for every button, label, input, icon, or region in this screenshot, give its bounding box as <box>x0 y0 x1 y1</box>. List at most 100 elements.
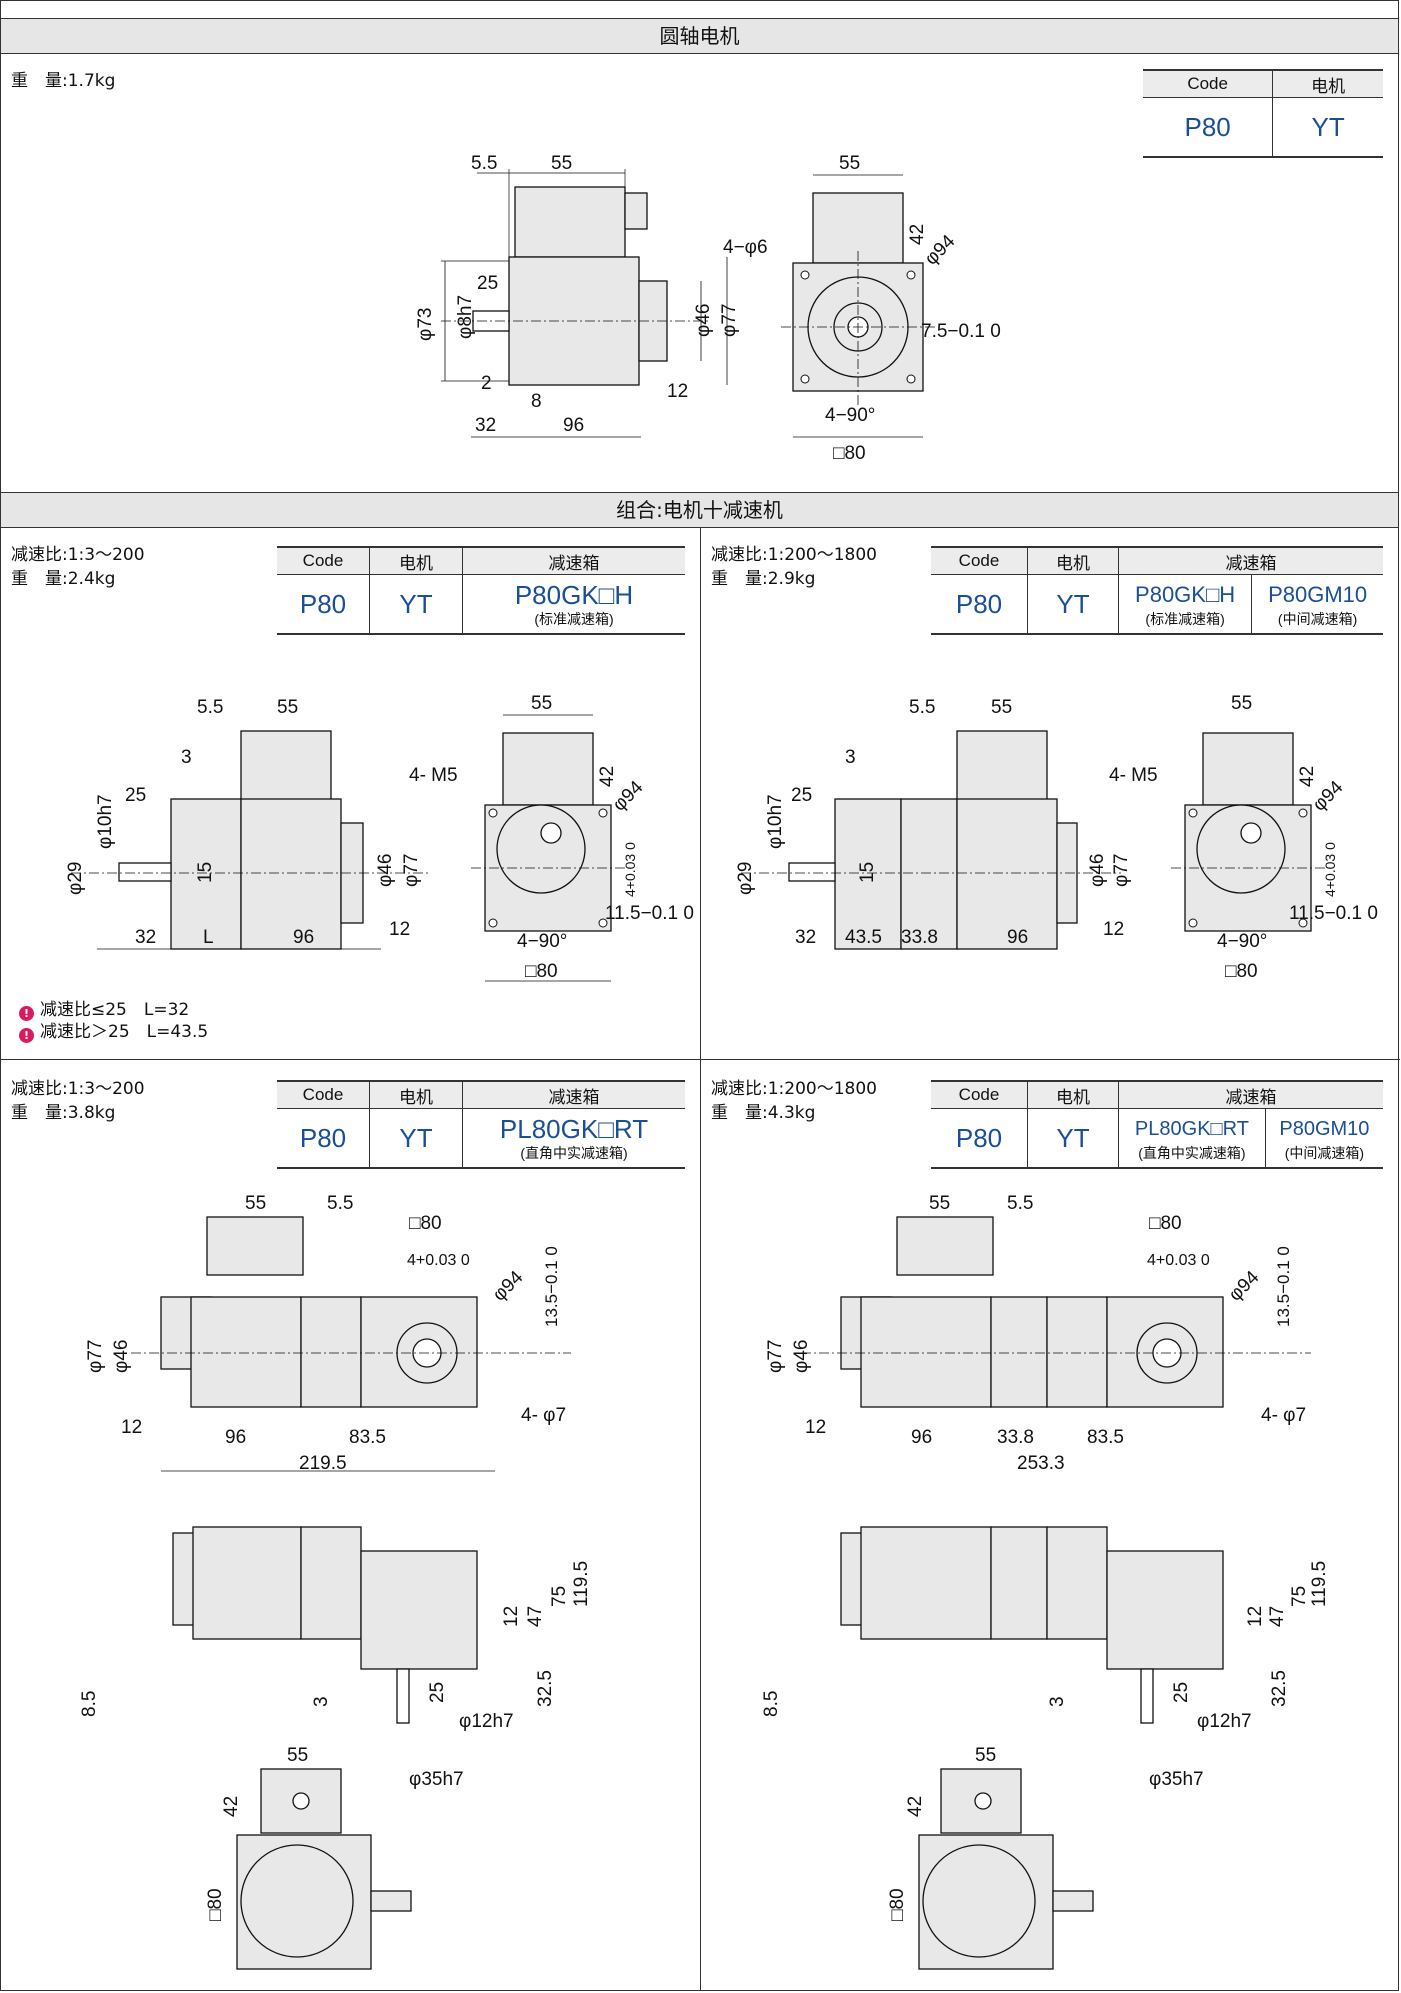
dim-label: 4- M5 <box>409 765 458 786</box>
th-code: Code <box>277 546 370 575</box>
dim-label: 55 <box>287 1745 308 1766</box>
th-gearbox: 减速箱 <box>1118 1080 1383 1109</box>
dim-label: 83.5 <box>1087 1427 1124 1448</box>
motor-value: YT <box>1272 97 1383 158</box>
panel-a-spec: 减速比:1:3〜200 重 量:2.4kg <box>11 543 145 591</box>
panel-d-drawings: 55 5.5 □80 4+0.03 0 φ94 13.5−0.1 0 φ77 φ… <box>761 1193 1330 1970</box>
gearbox-cell: PL80GK□RT(直角中实减速箱) <box>462 1108 685 1169</box>
panel-b-side-drawing: 5.5 55 3 φ10h7 25 φ29 15 φ46 φ77 12 32 4… <box>735 697 1132 950</box>
dim-label: 43.5 <box>845 927 882 948</box>
dim-label: 4- φ7 <box>521 1405 566 1426</box>
dim-label: 4−φ6 <box>723 237 768 258</box>
section-title: 组合:电机十减速机 <box>616 498 783 522</box>
note-text: 减速比≤25 L=32 <box>40 1000 190 1020</box>
dim-label: 5.5 <box>471 153 497 174</box>
dim-label: φ35h7 <box>1149 1769 1204 1790</box>
code-value: P80 <box>277 1108 370 1169</box>
dim-label: 4+0.03 0 <box>407 1252 470 1269</box>
th-code: Code <box>931 546 1028 575</box>
dim-label: 12 <box>121 1417 142 1438</box>
gearbox-sub: (直角中实减速箱) <box>520 1145 628 1161</box>
gearbox-cell: P80GK□H(标准减速箱) <box>462 574 685 635</box>
th-motor: 电机 <box>369 1080 463 1109</box>
dim-label: φ12h7 <box>459 1711 514 1732</box>
dim-label: 96 <box>1007 927 1028 948</box>
ratio-text: 减速比:1:200〜1800 <box>711 1079 877 1099</box>
dim-label: 119.5 <box>1309 1561 1330 1607</box>
dim-label: 55 <box>245 1193 266 1214</box>
dim-label: φ46 <box>791 1340 812 1373</box>
dim-label: 11.5−0.1 0 <box>605 903 694 924</box>
gearbox-model: PL80GK□RT <box>1134 1118 1249 1140</box>
dim-label: 55 <box>991 697 1012 718</box>
dim-label: 3 <box>1047 1696 1068 1707</box>
motor-value: YT <box>369 1108 463 1169</box>
dim-label: 25 <box>791 785 812 806</box>
dim-label: 15 <box>195 862 216 883</box>
dim-label: 4+0.03 0 <box>1322 842 1338 897</box>
gearbox-sub: (中间减速箱) <box>1277 611 1358 627</box>
dim-label: φ77 <box>401 854 422 887</box>
row-divider <box>1 1059 1400 1060</box>
gearbox-sub: (直角中实减速箱) <box>1138 1145 1246 1161</box>
dim-label: φ46 <box>111 1340 132 1373</box>
dim-label: 55 <box>531 693 552 714</box>
th-gearbox: 减速箱 <box>462 1080 685 1109</box>
dim-label: 33.8 <box>997 1427 1034 1448</box>
panel-c-spec: 减速比:1:3〜200 重 量:3.8kg <box>11 1077 145 1125</box>
dim-label: 42 <box>221 1796 242 1817</box>
code-value: P80 <box>277 574 370 635</box>
gearbox-sub: (中间减速箱) <box>1284 1145 1365 1161</box>
dim-label: 12 <box>389 919 410 940</box>
dim-label: φ10h7 <box>765 794 786 849</box>
th-gearbox: 减速箱 <box>462 546 685 575</box>
dim-label: 5.5 <box>197 697 223 718</box>
dim-label: φ77 <box>85 1340 106 1373</box>
note-text: 减速比＞25 L=43.5 <box>40 1022 209 1042</box>
dim-label: 32 <box>795 927 816 948</box>
dim-label: 5.5 <box>327 1193 353 1214</box>
dim-label: φ77 <box>1111 854 1132 887</box>
dim-label: 12 <box>1245 1606 1266 1627</box>
dim-label: 4−90° <box>1217 931 1267 952</box>
dim-label: 4- M5 <box>1109 765 1158 786</box>
dim-label: 42 <box>907 224 928 245</box>
dim-label: 32 <box>475 415 496 436</box>
section-title: 圆轴电机 <box>659 24 740 48</box>
dim-label: 47 <box>1267 1606 1288 1627</box>
dim-label: φ94 <box>1225 1267 1264 1306</box>
dim-label: 5.5 <box>1007 1193 1033 1214</box>
panel-d-spec: 减速比:1:200〜1800 重 量:4.3kg <box>711 1077 877 1125</box>
motor-side-drawing: 5.5 55 25 φ73 φ8h7 φ46 φ77 2 8 12 32 96 <box>415 153 740 438</box>
dim-label: φ29 <box>735 862 756 895</box>
motor-value: YT <box>369 574 463 635</box>
column-divider <box>700 527 701 1991</box>
dim-label: 12 <box>1103 919 1124 940</box>
dim-label: 4- φ7 <box>1261 1405 1306 1426</box>
note-item: !减速比≤25 L=32 <box>19 999 208 1021</box>
dim-label: 96 <box>911 1427 932 1448</box>
dim-label: 55 <box>277 697 298 718</box>
dim-label: 11.5−0.1 0 <box>1289 903 1378 924</box>
dim-label: 55 <box>929 1193 950 1214</box>
weight-text: 重 量:3.8kg <box>11 1103 116 1123</box>
motor-front-drawing: 55 42 4−φ6 φ94 7.5−0.1 0 4−90° □80 <box>723 153 1001 464</box>
dim-label: 96 <box>563 415 584 436</box>
dim-label: 119.5 <box>571 1561 592 1607</box>
gearbox-model: P80GK□H <box>514 580 634 610</box>
dim-label: 25 <box>125 785 146 806</box>
gearbox-model: P80GM10 <box>1279 1118 1370 1140</box>
dim-label: 5.5 <box>909 697 935 718</box>
dim-label: 55 <box>1231 693 1252 714</box>
panel-a-side-drawing: 5.5 55 3 φ10h7 25 φ29 15 φ46 φ77 12 32 L… <box>65 697 431 950</box>
dim-label: 55 <box>551 153 572 174</box>
dim-label: 13.5−0.1 0 <box>542 1246 561 1327</box>
dim-label: 75 <box>549 1586 570 1607</box>
motor-spec: 重 量:1.7kg <box>11 69 115 93</box>
dim-label: 55 <box>839 153 860 174</box>
